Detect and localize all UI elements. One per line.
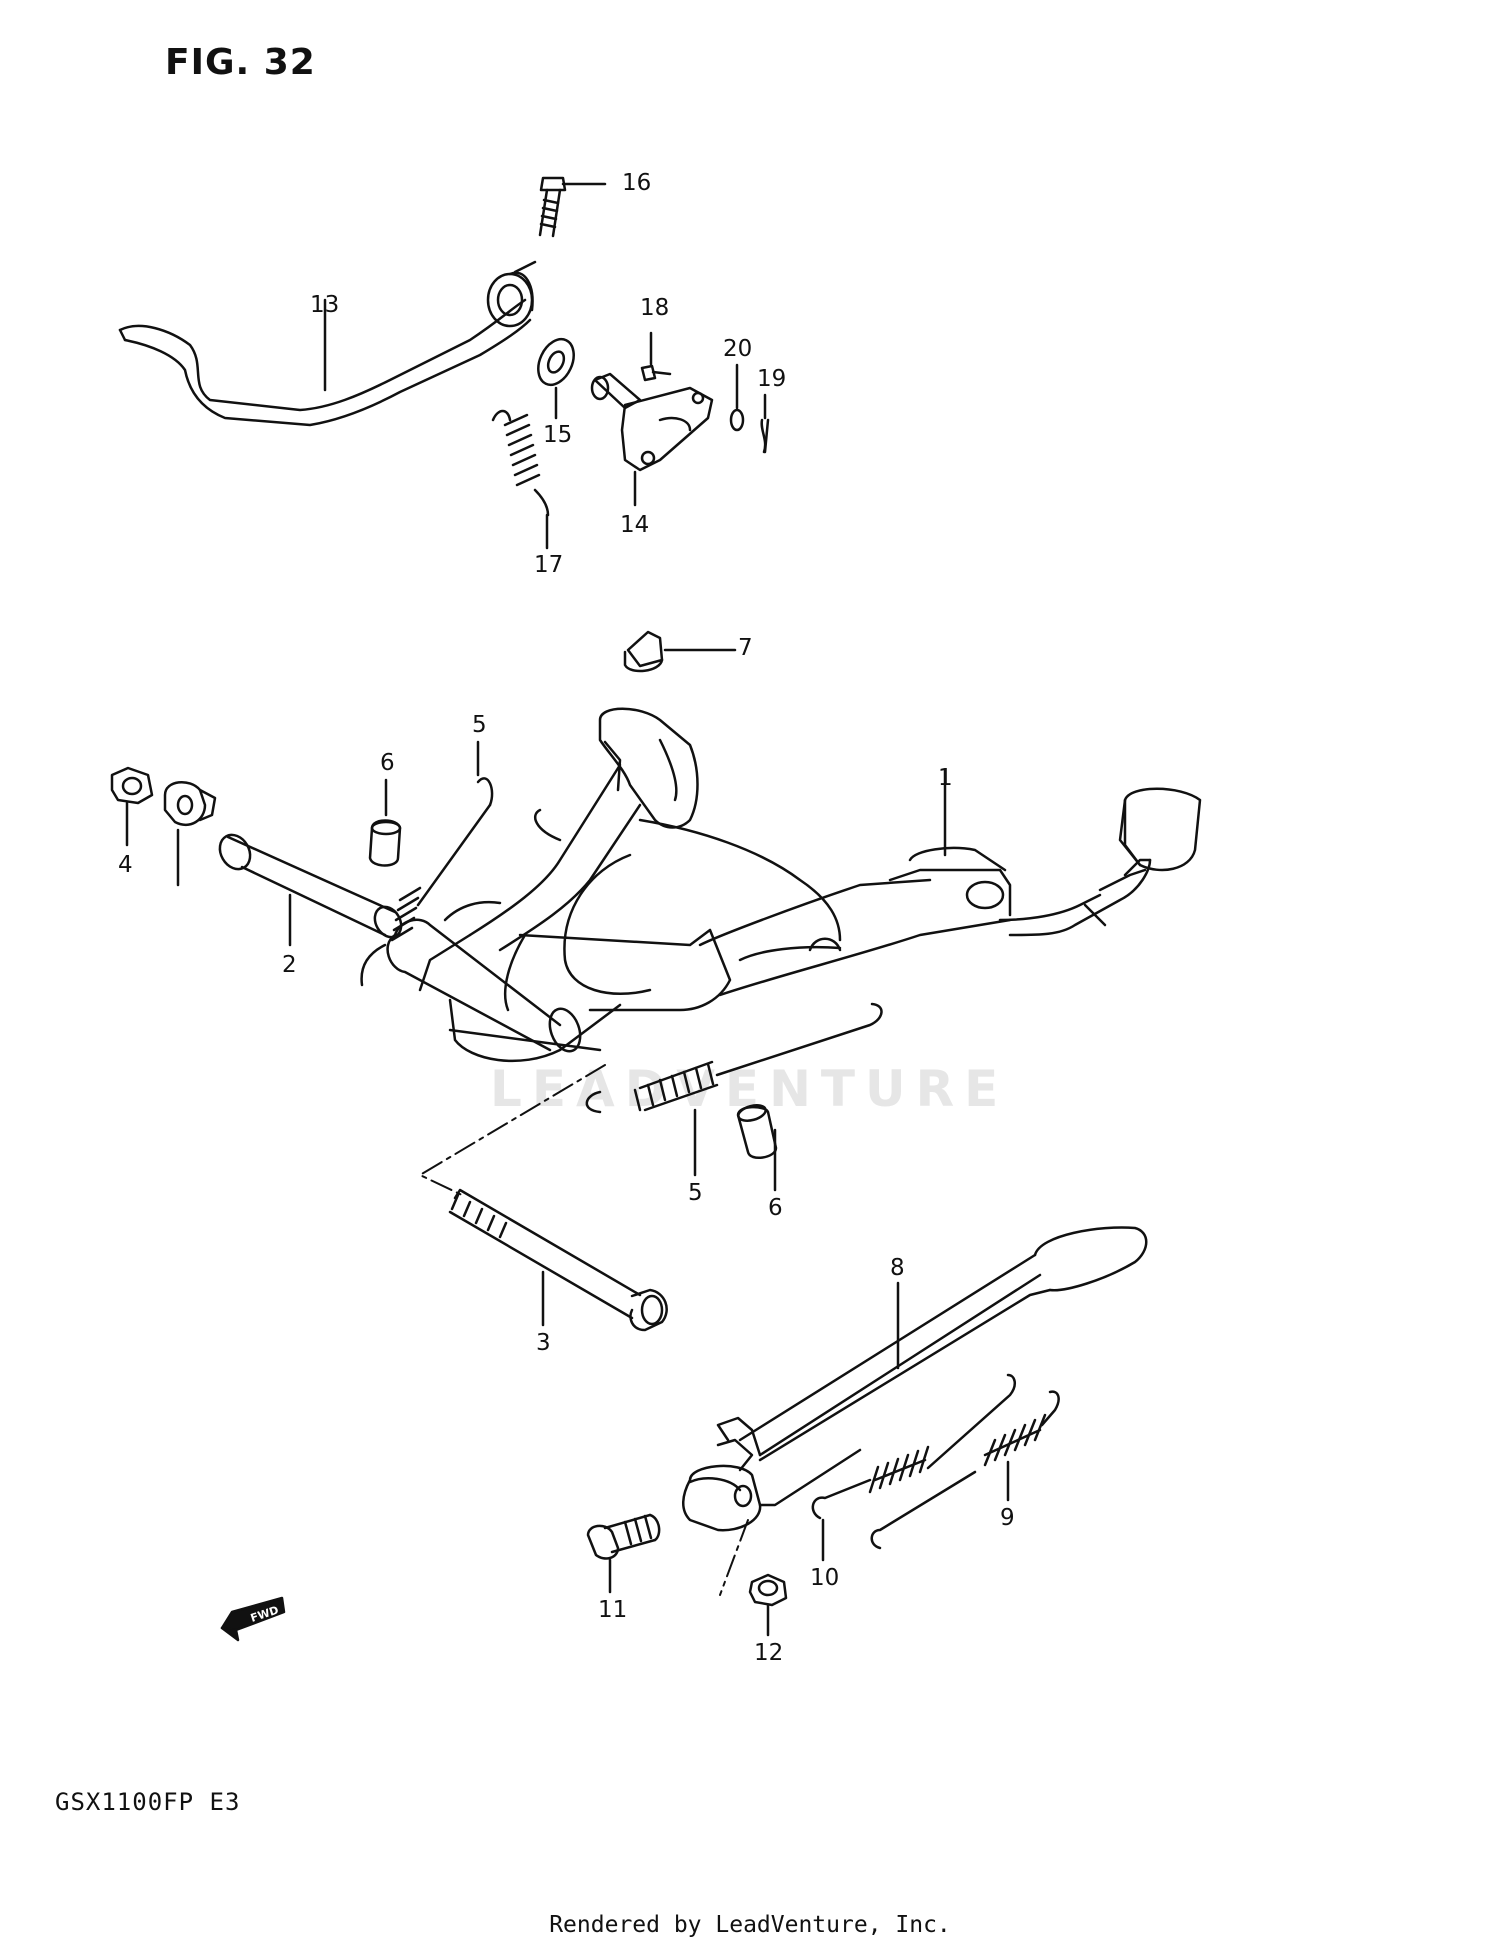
collar-6b (736, 1104, 778, 1192)
callout-13: 13 (310, 292, 340, 318)
bolt-3 (448, 1188, 668, 1332)
spring-5b (585, 1002, 883, 1177)
callout-3: 3 (536, 1330, 551, 1356)
callout-11: 11 (598, 1597, 628, 1623)
washer-15 (537, 337, 575, 420)
bolt-18 (640, 331, 672, 382)
callout-15: 15 (543, 422, 573, 448)
bolt-16 (538, 176, 607, 238)
stopper-7 (623, 630, 737, 673)
collar-6a (368, 778, 402, 867)
callout-4: 4 (118, 852, 133, 878)
callout-6a: 6 (380, 750, 395, 776)
callout-7: 7 (738, 635, 753, 661)
spring-10 (811, 1373, 1016, 1562)
cotter-pin-19 (760, 393, 770, 454)
callout-6b: 6 (768, 1195, 783, 1221)
nut-4 (110, 766, 154, 847)
model-code: GSX1100FP E3 (55, 1788, 241, 1816)
spring-9 (870, 1390, 1060, 1550)
callout-1: 1 (938, 765, 953, 791)
callout-9: 9 (1000, 1505, 1015, 1531)
callout-8: 8 (890, 1255, 905, 1281)
pedal-arm-13 (118, 260, 537, 427)
callout-14: 14 (620, 512, 650, 538)
callout-5b: 5 (688, 1180, 703, 1206)
figure-title: FIG. 32 (165, 42, 316, 83)
callout-16: 16 (622, 170, 652, 196)
nut-12 (748, 1573, 788, 1637)
callout-2: 2 (282, 952, 297, 978)
shaft-lever-14 (590, 372, 714, 507)
spring-5a (360, 740, 494, 987)
center-stand-1 (386, 707, 1202, 1063)
side-stand-8 (682, 1226, 1148, 1532)
alignment-lines (419, 1064, 749, 1596)
washer-20 (729, 363, 745, 432)
washer-4b (163, 781, 217, 887)
callout-17: 17 (534, 552, 564, 578)
spring-17 (491, 409, 550, 550)
pivot-bolt-11 (586, 1513, 661, 1594)
fwd-arrow-icon (220, 1596, 286, 1642)
callout-5a: 5 (472, 712, 487, 738)
callout-12: 12 (754, 1640, 784, 1666)
pipe-2 (218, 833, 403, 947)
callout-19: 19 (757, 366, 787, 392)
callout-10: 10 (810, 1565, 840, 1591)
callout-20: 20 (723, 336, 753, 362)
credit-line: Rendered by LeadVenture, Inc. (549, 1912, 951, 1938)
callout-18: 18 (640, 295, 670, 321)
